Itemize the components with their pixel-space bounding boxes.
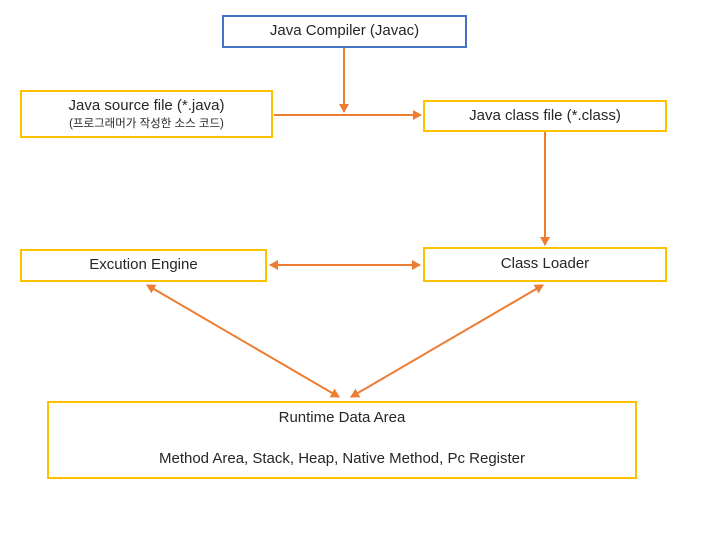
node-runtime-data-area: Runtime Data Area Method Area, Stack, He… [47,401,637,479]
node-class-loader: Class Loader [423,247,667,282]
node-java-compiler-label: Java Compiler (Javac) [269,22,420,40]
edge-loader-runtime [350,284,544,398]
node-runtime-data-area-sublabel: Method Area, Stack, Heap, Native Method,… [158,450,525,468]
node-runtime-data-area-label: Runtime Data Area [278,409,406,426]
node-java-source-file-label: Java source file (*.java) [68,96,225,114]
node-execution-engine-label: Excution Engine [89,256,198,274]
node-java-source-file: Java source file (*.java) (프로그래머가 작성한 소스… [20,90,273,138]
node-java-class-file-label: Java class file (*.class) [469,106,621,124]
node-class-loader-label: Class Loader [500,255,590,273]
node-java-compiler: Java Compiler (Javac) [222,15,467,48]
node-java-source-file-sublabel: (프로그래머가 작성한 소스 코드) [69,117,224,130]
node-execution-engine: Excution Engine [20,249,267,282]
node-java-class-file: Java class file (*.class) [423,100,667,132]
edge-engine-runtime [146,284,340,398]
